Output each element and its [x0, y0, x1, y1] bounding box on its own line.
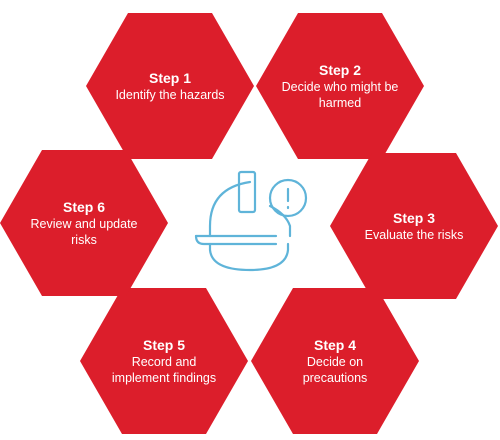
step-5-title: Step 5 — [142, 336, 185, 353]
step-3-description: Evaluate the risks — [364, 227, 464, 242]
step-6-description: Review and update risks — [30, 216, 138, 247]
step-6-title: Step 6 — [62, 198, 105, 215]
step-5-description: Record and implement findings — [111, 354, 217, 385]
step-5-hexagon: Step 5 Record and implement findings — [80, 288, 248, 434]
step-4-description: Decide on precautions — [302, 354, 368, 385]
step-4-title: Step 4 — [313, 336, 356, 353]
step-3-hexagon: Step 3 Evaluate the risks — [330, 153, 498, 299]
hard-hat-warning-icon — [194, 170, 308, 272]
step-1-title: Step 1 — [148, 69, 191, 86]
step-1-hexagon: Step 1 Identify the hazards — [86, 13, 254, 159]
step-2-hexagon: Step 2 Decide who might be harmed — [256, 13, 424, 159]
step-2-description: Decide who might be harmed — [281, 79, 399, 110]
step-3-title: Step 3 — [392, 209, 435, 226]
step-6-hexagon: Step 6 Review and update risks — [0, 150, 168, 296]
step-4-hexagon: Step 4 Decide on precautions — [251, 288, 419, 434]
step-1-description: Identify the hazards — [115, 87, 225, 102]
step-2-title: Step 2 — [318, 61, 361, 78]
